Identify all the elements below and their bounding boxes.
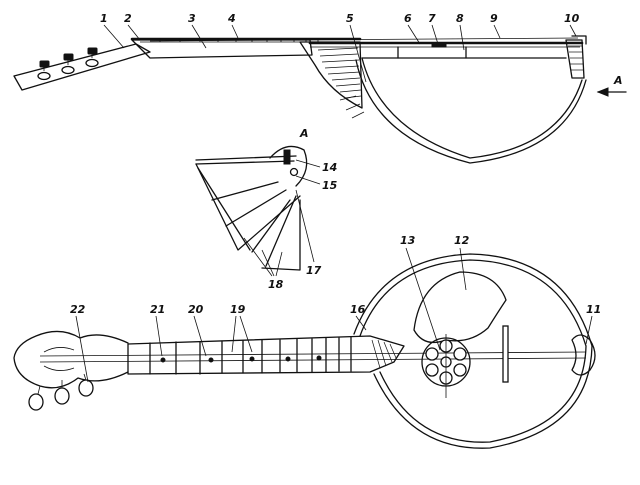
side-tail-block xyxy=(565,39,585,79)
label-7: 7 xyxy=(428,12,436,25)
label-21: 21 xyxy=(150,303,165,316)
side-strings xyxy=(149,37,579,42)
label-view-a-title: A xyxy=(299,127,309,140)
label-1: 1 xyxy=(100,12,108,25)
side-heel-hatching xyxy=(317,47,362,99)
label-22: 22 xyxy=(70,303,86,316)
label-20: 20 xyxy=(188,303,204,316)
label-10: 10 xyxy=(564,12,580,25)
top-body xyxy=(353,253,593,449)
label-3: 3 xyxy=(188,12,196,25)
part-labels: 1 2 3 4 5 6 7 8 9 10 A A 14 15 17 18 22 … xyxy=(70,12,623,383)
top-pickguard xyxy=(413,271,507,344)
label-17: 17 xyxy=(306,264,322,277)
top-neck-join xyxy=(371,339,397,369)
view-arrow xyxy=(596,87,627,97)
label-14: 14 xyxy=(322,161,337,174)
label-2: 2 xyxy=(124,12,132,25)
detail-view-a xyxy=(195,145,321,277)
label-4: 4 xyxy=(227,12,236,25)
top-strings xyxy=(39,351,587,357)
side-headstock xyxy=(13,43,151,91)
top-tailpiece xyxy=(571,334,596,376)
label-9: 9 xyxy=(490,12,498,25)
label-13: 13 xyxy=(400,234,416,247)
label-5: 5 xyxy=(346,12,354,25)
side-neck xyxy=(131,39,313,59)
label-6: 6 xyxy=(404,12,412,25)
side-bowl-back xyxy=(361,57,583,159)
top-headstock xyxy=(13,330,129,389)
label-19: 19 xyxy=(230,303,246,316)
top-tuning-pegs xyxy=(28,373,94,411)
label-view-a-arrow: A xyxy=(613,74,623,87)
side-bridge xyxy=(431,42,447,48)
label-11: 11 xyxy=(586,303,601,316)
top-fingerboard xyxy=(127,335,405,375)
top-view xyxy=(13,253,596,449)
detail-tail-block xyxy=(269,145,308,187)
label-18: 18 xyxy=(268,278,284,291)
label-8: 8 xyxy=(456,12,464,25)
label-12: 12 xyxy=(454,234,470,247)
label-16: 16 xyxy=(350,303,366,316)
top-bridge xyxy=(502,325,509,383)
side-heel-block xyxy=(299,41,363,109)
side-tuning-pegs xyxy=(37,47,99,81)
label-15: 15 xyxy=(322,179,338,192)
side-tailpiece xyxy=(571,35,587,45)
side-view xyxy=(13,35,627,164)
